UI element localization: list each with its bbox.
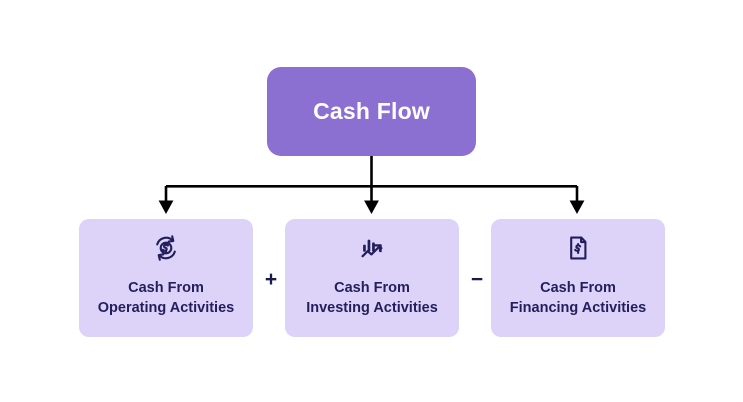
node-label-line2: Operating Activities [97,300,235,316]
node-label-line2: Financing Activities [509,300,647,316]
arrowhead-left [158,200,174,214]
node-cash-from-financing-activities[interactable]: Cash From Financing Activities [491,219,665,337]
bar-chart-trend-icon [358,234,386,262]
arrowhead-middle [364,200,379,214]
invoice-dollar-icon [564,234,592,262]
operator-plus: + [264,268,278,291]
cash-cycle-icon [152,234,180,262]
node-cash-from-investing-activities[interactable]: Cash From Investing Activities [285,219,459,337]
arrowhead-right [569,200,585,214]
node-label-line1: Cash From [540,280,616,296]
node-label-line1: Cash From [128,280,204,296]
operator-minus: − [470,268,484,291]
node-label-line2: Investing Activities [306,300,438,316]
root-node-cash-flow[interactable]: Cash Flow [267,67,476,156]
node-label-line1: Cash From [334,280,410,296]
root-node-label: Cash Flow [313,98,430,124]
node-cash-from-operating-activities[interactable]: Cash From Operating Activities [79,219,253,337]
